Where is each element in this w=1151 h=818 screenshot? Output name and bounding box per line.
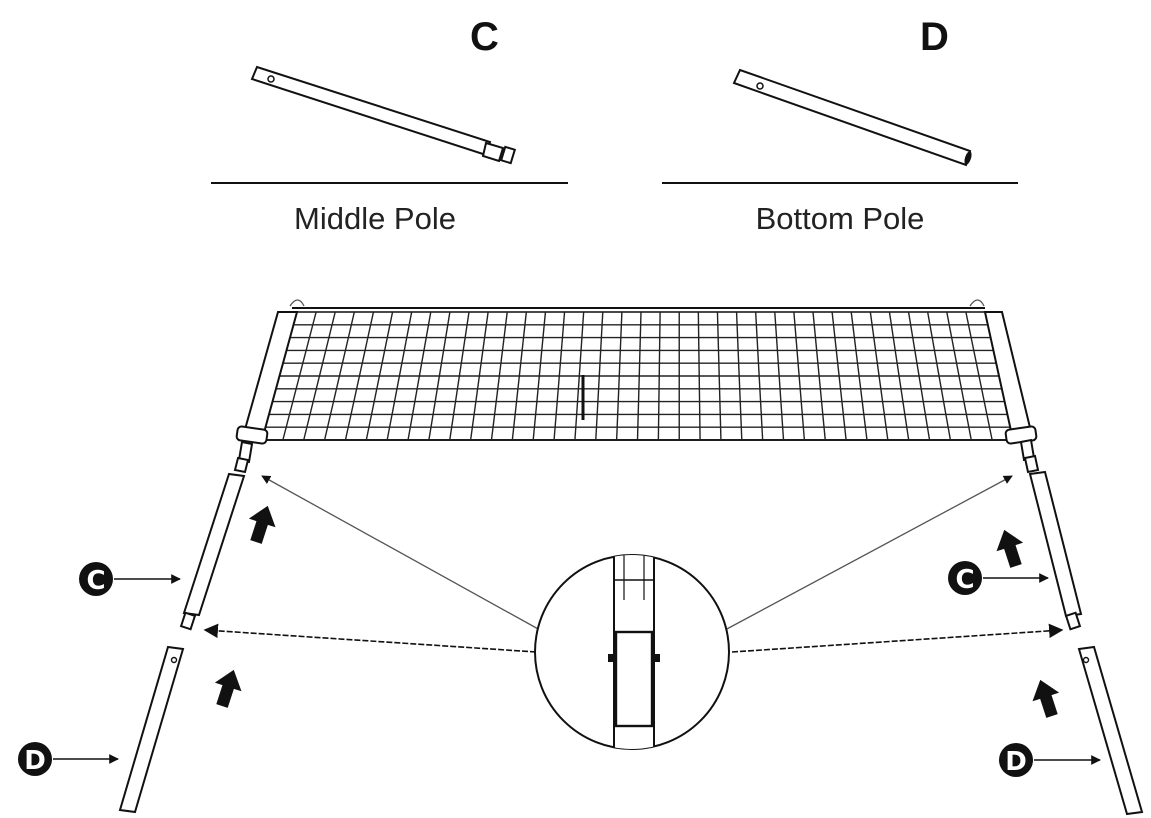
zoom-detail-circle (534, 554, 730, 750)
header-d: D (920, 15, 949, 59)
net (255, 307, 1030, 441)
leader-line-left-upper (261, 475, 541, 631)
callout-c-right: C (948, 561, 1049, 595)
up-arrow-icon (214, 669, 242, 708)
left-top-pole (233, 299, 305, 474)
right-middle-pole (1028, 470, 1083, 631)
svg-text:D: D (24, 746, 46, 776)
up-arrow-icon (996, 529, 1024, 568)
right-top-pole (969, 299, 1040, 474)
leader-line-left-lower (203, 623, 537, 653)
callout-c-left: C (79, 562, 181, 596)
leader-line-right-upper (724, 475, 1013, 631)
svg-text:D: D (1005, 747, 1027, 777)
right-bottom-pole (1077, 645, 1144, 816)
up-arrow-icon (1032, 679, 1060, 718)
up-arrow-icon (248, 505, 276, 544)
callout-d-left: D (18, 742, 119, 776)
middle-pole-illustration (250, 65, 517, 165)
callout-d-right: D (999, 743, 1101, 777)
middle-pole-caption: Middle Pole (294, 201, 456, 236)
header-c: C (470, 15, 499, 59)
bottom-pole-caption: Bottom Pole (756, 201, 925, 236)
left-bottom-pole (118, 645, 185, 814)
svg-text:C: C (955, 565, 974, 595)
bottom-pole-illustration (732, 68, 972, 167)
svg-text:C: C (86, 566, 105, 596)
left-middle-pole (179, 472, 246, 631)
leader-line-right-lower (731, 623, 1064, 653)
